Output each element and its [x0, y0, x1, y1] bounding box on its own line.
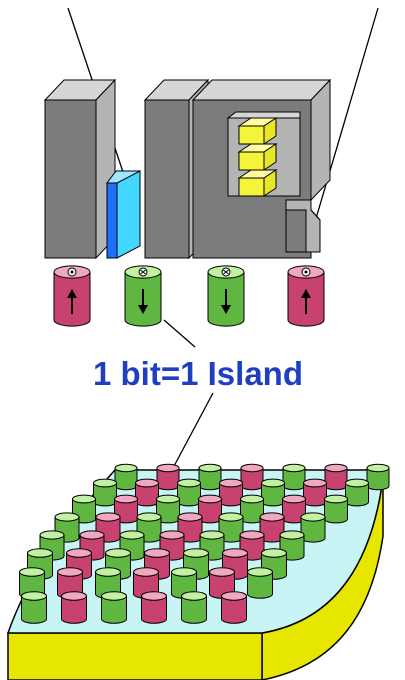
island-red — [303, 478, 327, 507]
recording-head — [43, 78, 332, 260]
island-red — [198, 494, 222, 524]
cross-symbol-icon — [221, 267, 231, 277]
island-green — [261, 478, 285, 507]
magnetic-islands — [19, 463, 390, 624]
island-green — [114, 463, 138, 491]
magnetization-arrow-up-icon — [67, 289, 77, 314]
island-red — [221, 591, 247, 624]
island-red — [324, 463, 348, 491]
island-red — [135, 478, 159, 507]
island-green — [282, 463, 306, 491]
caption-pointer-top — [163, 319, 196, 348]
island-red — [61, 591, 87, 624]
island-green — [240, 494, 264, 524]
caption-pointer-bottom — [172, 392, 214, 469]
shield-left — [43, 78, 117, 260]
bit-magnet-red — [287, 265, 325, 327]
island-red — [209, 567, 235, 599]
island-green — [366, 463, 390, 491]
bit-magnet-row — [53, 265, 325, 327]
bit-magnet-red — [53, 265, 91, 327]
island-green — [300, 512, 326, 543]
caption-1-bit-1-island: 1 bit=1 Island — [93, 355, 303, 392]
magnetization-arrow-down-icon — [221, 289, 231, 314]
island-red — [141, 591, 167, 624]
cross-symbol-icon — [138, 267, 148, 277]
island-green — [247, 567, 273, 599]
island-green — [198, 463, 222, 491]
bit-magnet-green — [124, 265, 162, 327]
island-red — [240, 463, 264, 491]
read-element-icon — [106, 170, 141, 259]
island-green — [177, 478, 201, 507]
magnetization-arrow-up-icon — [301, 289, 311, 314]
island-green — [21, 591, 47, 624]
island-green — [324, 494, 348, 524]
island-red — [259, 512, 285, 543]
disk-edge-front — [7, 632, 263, 680]
island-red — [219, 478, 243, 507]
magnetization-arrow-down-icon — [138, 289, 148, 314]
island-green — [101, 591, 127, 624]
island-green — [218, 512, 244, 543]
coil-icon — [237, 117, 278, 197]
island-green — [181, 591, 207, 624]
patterned-media-disk — [6, 463, 390, 680]
bit-magnet-green — [207, 265, 245, 327]
write-pole-pointer — [311, 7, 379, 233]
island-red — [156, 463, 180, 491]
island-green — [183, 548, 209, 580]
island-green — [93, 478, 117, 507]
island-green — [345, 478, 369, 507]
